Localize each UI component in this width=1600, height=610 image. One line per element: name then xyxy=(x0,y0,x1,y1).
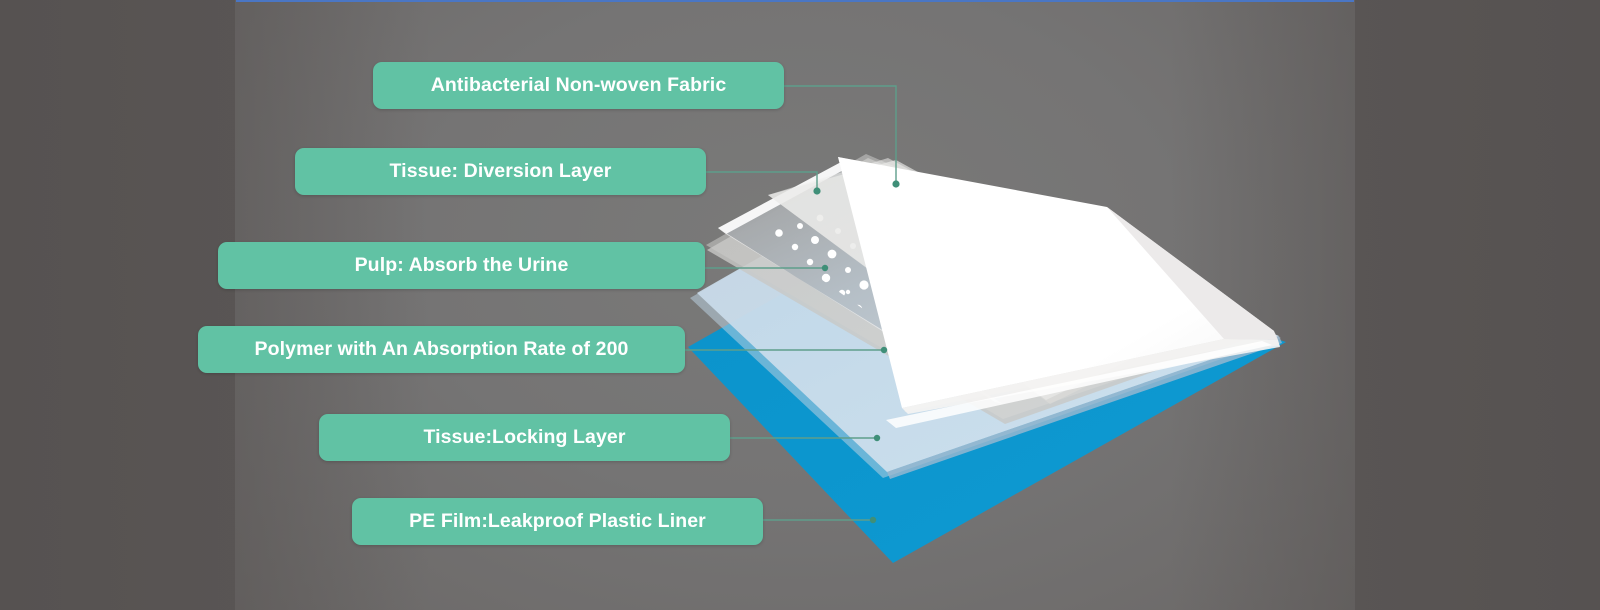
background-vignette-right xyxy=(1170,0,1600,610)
layer-separator-sliver xyxy=(886,341,1272,428)
label-pulp-absorb-the-urine[interactable]: Pulp: Absorb the Urine xyxy=(218,242,705,289)
top-accent-rule xyxy=(236,0,1354,2)
label-tissue-diversion-layer[interactable]: Tissue: Diversion Layer xyxy=(295,148,706,195)
label-tissue-locking-layer[interactable]: Tissue:Locking Layer xyxy=(319,414,730,461)
label-pe-film-leakproof-plastic-liner[interactable]: PE Film:Leakproof Plastic Liner xyxy=(352,498,763,545)
label-antibacterial-non-woven-fabric[interactable]: Antibacterial Non-woven Fabric xyxy=(373,62,784,109)
label-polymer-absorption-rate-200[interactable]: Polymer with An Absorption Rate of 200 xyxy=(198,326,685,373)
